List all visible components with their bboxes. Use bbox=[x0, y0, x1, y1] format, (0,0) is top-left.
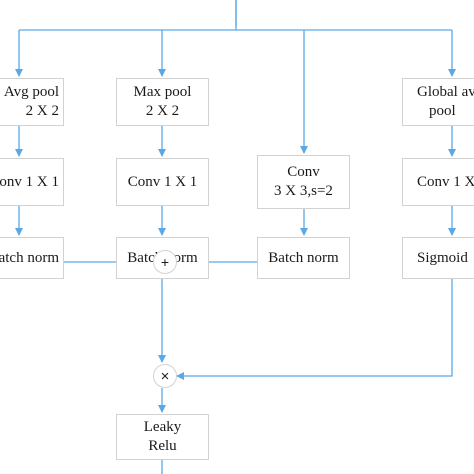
global-avg-pool-node: Global avg pool bbox=[402, 78, 474, 126]
node-label: pool bbox=[429, 103, 456, 119]
node-label: Batch norm bbox=[268, 249, 339, 266]
node-label: Leaky bbox=[143, 419, 182, 435]
multiply-operator: × bbox=[153, 364, 177, 388]
multiply-symbol: × bbox=[160, 367, 170, 385]
batch-norm-node-a: Batch norm bbox=[0, 237, 64, 279]
conv-1x1-node-d: Conv 1 X 1 bbox=[402, 158, 474, 206]
node-label: 3 X 3,s=2 bbox=[274, 183, 333, 199]
node-label: Avg pool bbox=[3, 84, 59, 100]
node-label: Conv 1 X 1 bbox=[417, 173, 474, 190]
node-label: 2 X 2 bbox=[145, 103, 180, 119]
node-label: 2 X 2 bbox=[25, 103, 59, 119]
conv-1x1-node-a: Conv 1 X 1 bbox=[0, 158, 64, 206]
node-label: Global avg bbox=[417, 84, 474, 100]
node-label: Conv bbox=[287, 164, 320, 180]
node-label: Batch norm bbox=[0, 249, 59, 266]
max-pool-node: Max pool 2 X 2 bbox=[116, 78, 209, 126]
node-label: Max pool bbox=[133, 84, 192, 100]
add-operator: + bbox=[153, 250, 177, 274]
node-label: Relu bbox=[148, 438, 177, 454]
conv-1x1-node-b: Conv 1 X 1 bbox=[116, 158, 209, 206]
sigmoid-node: Sigmoid bbox=[402, 237, 474, 279]
batch-norm-node-c: Batch norm bbox=[257, 237, 350, 279]
node-label: Sigmoid bbox=[417, 249, 468, 266]
add-symbol: + bbox=[160, 254, 170, 270]
arrow-sigmoid-to-mul bbox=[176, 279, 453, 380]
node-label: Conv 1 X 1 bbox=[0, 173, 59, 190]
leaky-relu-node: Leaky Relu bbox=[116, 414, 209, 460]
node-label: Conv 1 X 1 bbox=[127, 173, 198, 190]
avg-pool-node: Avg pool 2 X 2 bbox=[0, 78, 64, 126]
conv-3x3-node: Conv 3 X 3,s=2 bbox=[257, 155, 350, 209]
